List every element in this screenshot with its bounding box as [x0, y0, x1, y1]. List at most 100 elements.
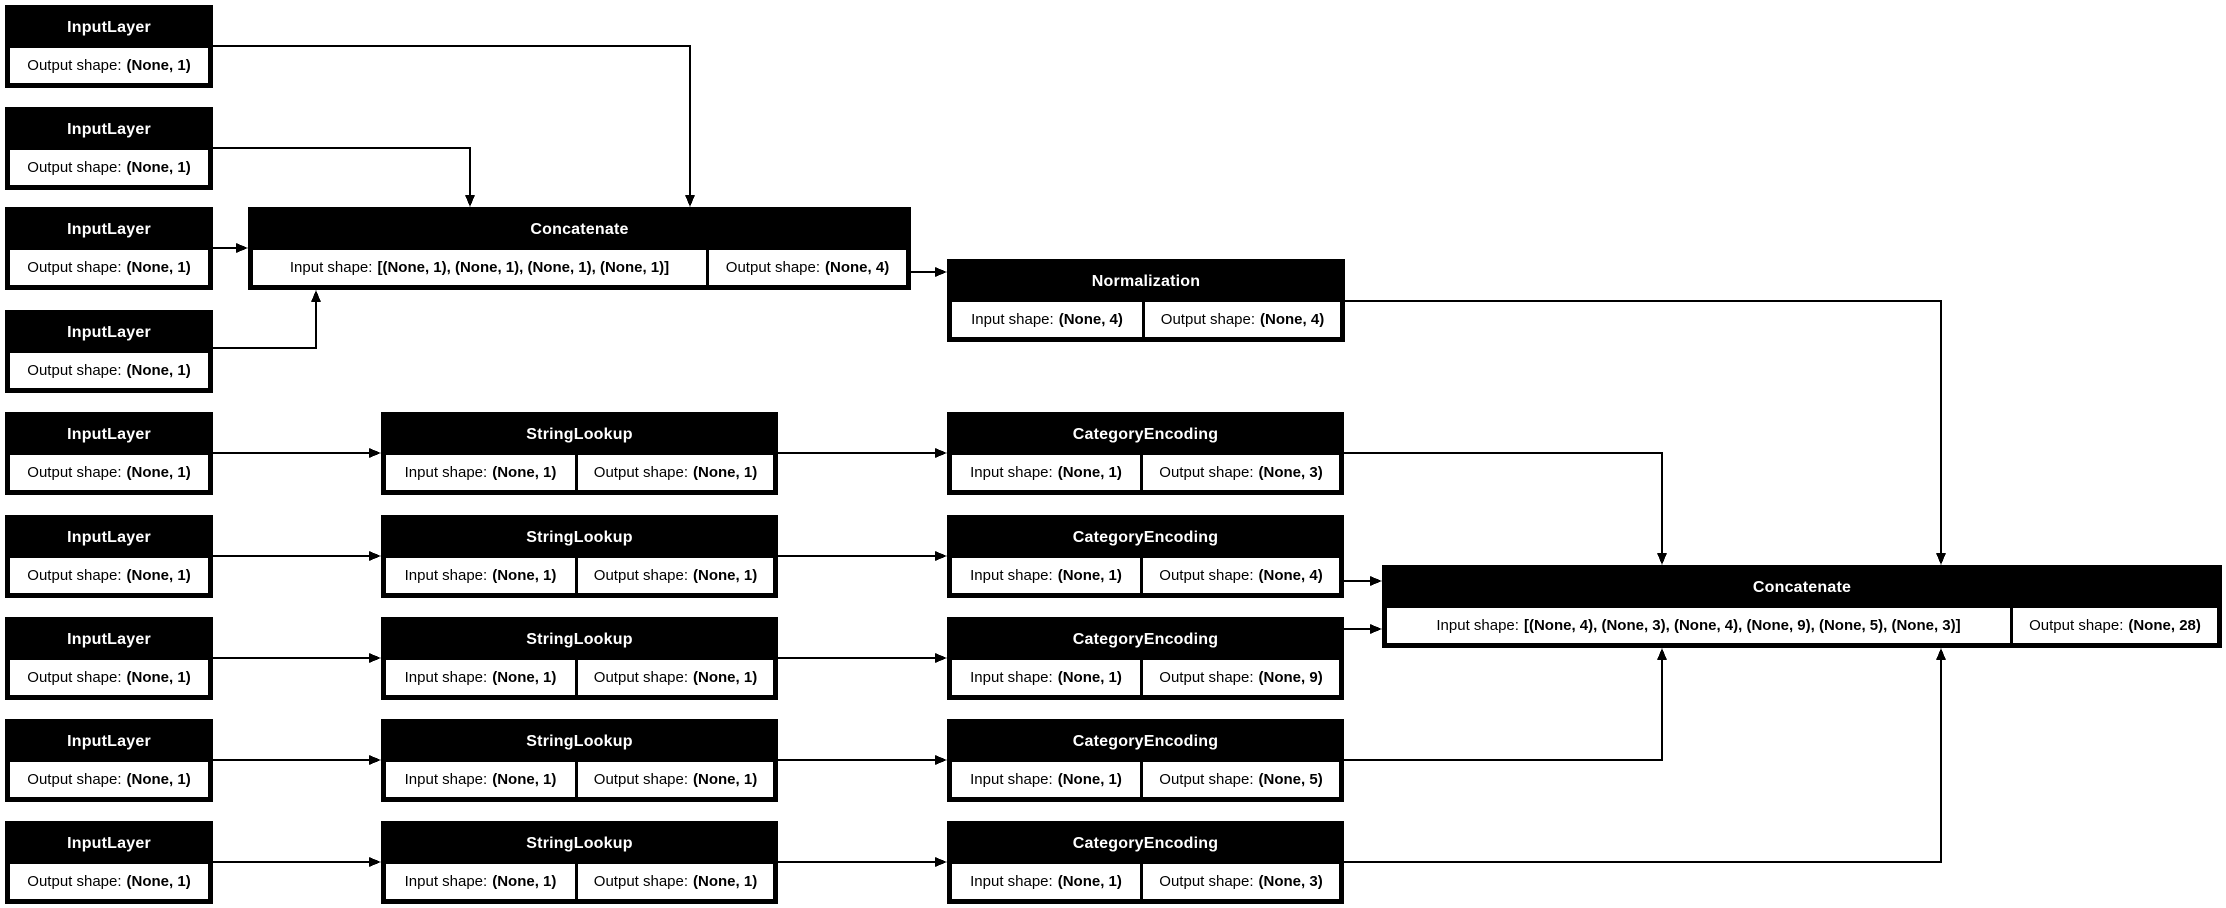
layer-type-label: Normalization — [1091, 272, 1201, 290]
output-shape-cell: Output shape:(None, 1) — [578, 762, 773, 797]
shape-key: Output shape: — [593, 873, 689, 890]
layer-type-label: InputLayer — [67, 18, 151, 36]
edge-lookup-4-to-catenc-4 — [778, 755, 947, 765]
edge-input-4-to-concat-1 — [213, 290, 321, 349]
input-shape-cell: Input shape:(None, 1) — [952, 558, 1140, 593]
arrowhead — [935, 448, 947, 458]
shape-key: Input shape: — [970, 771, 1053, 788]
shape-cells-row: Input shape:(None, 1)Output shape:(None,… — [386, 455, 773, 490]
arrowhead — [1370, 576, 1382, 586]
output-shape-cell: Output shape:(None, 1) — [10, 150, 208, 185]
arrowhead — [236, 243, 248, 253]
shape-cells-row: Output shape:(None, 1) — [10, 455, 208, 490]
layer-type-label: InputLayer — [67, 120, 151, 138]
shape-key: Output shape: — [27, 873, 122, 890]
output-shape-cell: Output shape:(None, 1) — [10, 558, 208, 593]
output-shape-cell: Output shape:(None, 3) — [1143, 864, 1339, 899]
input-shape-cell: Input shape:(None, 1) — [952, 762, 1140, 797]
shape-key: Input shape: — [404, 669, 488, 686]
shape-key: Output shape: — [725, 259, 821, 276]
shape-value: (None, 1) — [126, 771, 191, 788]
shape-cells-row: Input shape:(None, 1) Output shape: (None,… — [952, 455, 1339, 490]
layer-type-label: CategoryEncoding — [1072, 630, 1219, 648]
shape-value: (None, 28) — [2128, 617, 2201, 634]
shape-cells-row: Output shape:(None, 1) — [10, 150, 208, 185]
shape-key: Input shape: — [970, 567, 1053, 584]
output-shape-cell: Output shape:(None, 1) — [578, 455, 773, 490]
layer-type-label: StringLookup — [526, 630, 633, 648]
input-shape-cell: Input shape:(None, 1) — [952, 864, 1140, 899]
output-shape-cell: Output shape:(None, 1) — [10, 762, 208, 797]
shape-key: Input shape: — [404, 771, 488, 788]
shape-key: Output shape: — [1159, 873, 1254, 890]
shape-key: Output shape: — [593, 567, 689, 584]
shape-key: Input shape: — [404, 873, 488, 890]
layer-type-label: CategoryEncoding — [1072, 425, 1219, 443]
layer-type-label: InputLayer — [67, 528, 151, 546]
shape-value: (None, 1) — [492, 567, 557, 584]
shape-value: (None, 1) — [693, 567, 758, 584]
arrowhead — [369, 653, 381, 663]
shape-key: Output shape: — [27, 159, 122, 176]
output-shape-cell: Output shape:(None, 9) — [1143, 660, 1339, 695]
shape-value: (None, 1) — [1057, 464, 1122, 481]
output-shape-cell: Output shape:(None, 1) — [10, 353, 208, 388]
shape-key: Output shape: — [27, 464, 122, 481]
shape-cells-row: Input shape:[(None, 4), (None, 3), (None… — [1387, 608, 2217, 643]
shape-key: Input shape: — [970, 873, 1053, 890]
shape-key: Output shape: — [1159, 771, 1254, 788]
layer-type-label: InputLayer — [67, 425, 151, 443]
arrowhead — [369, 755, 381, 765]
edge-concat-1-to-normalization — [911, 267, 947, 277]
layer-type-label: InputLayer — [67, 834, 151, 852]
output-shape-cell: Output shape:(None, 4) — [1143, 558, 1339, 593]
output-shape-cell: Output shape:(None, 1) — [10, 455, 208, 490]
edge-input-9-to-lookup-5 — [213, 857, 381, 867]
edge-normalization-to-concat-2 — [1345, 300, 1946, 565]
arrowhead — [935, 857, 947, 867]
arrowhead — [369, 857, 381, 867]
edge-input-2-to-concat-1 — [213, 147, 475, 207]
shape-key: Output shape: — [1159, 464, 1254, 481]
shape-cells-row: Output shape:(None, 1) — [10, 762, 208, 797]
arrowhead — [311, 290, 321, 302]
edge-input-7-to-lookup-3 — [213, 653, 381, 663]
edge-lookup-5-to-catenc-5 — [778, 857, 947, 867]
shape-cells-row: Input shape:(None, 1)Output shape:(None,… — [386, 558, 773, 593]
edge-input-3-to-concat-1 — [213, 243, 248, 253]
shape-value: (None, 1) — [1057, 873, 1122, 890]
shape-value: (None, 1) — [693, 464, 758, 481]
shape-key: Output shape: — [2029, 617, 2124, 634]
shape-value: (None, 1) — [492, 464, 557, 481]
input-shape-cell: Input shape:(None, 1) — [952, 455, 1140, 490]
shape-value: (None, 9) — [1258, 669, 1323, 686]
output-shape-cell: Output shape:(None, 1) — [10, 864, 208, 899]
input-shape-cell: Input shape:(None, 1) — [386, 864, 575, 899]
layer-type-label: Concatenate — [1752, 578, 1852, 596]
shape-cells-row: Output shape:(None, 1) — [10, 353, 208, 388]
edge-input-1-to-concat-1 — [213, 45, 695, 207]
shape-value: (None, 1) — [1057, 567, 1122, 584]
edge-input-6-to-lookup-2 — [213, 551, 381, 561]
arrowhead — [935, 267, 947, 277]
shape-value: (None, 1) — [693, 873, 758, 890]
shape-value: (None, 4) — [1258, 567, 1323, 584]
input-shape-cell: Input shape:[(None, 1), (None, 1), (None… — [253, 250, 706, 285]
output-shape-cell: Output shape:(None, 4) — [709, 250, 906, 285]
shape-value: (None, 5) — [1258, 771, 1323, 788]
edge-input-8-to-lookup-4 — [213, 755, 381, 765]
shape-key: Output shape: — [27, 259, 122, 276]
output-shape-cell: Output shape:(None, 1) — [578, 558, 773, 593]
arrowhead — [685, 195, 695, 207]
layer-type-label: InputLayer — [67, 732, 151, 750]
shape-value: (None, 1) — [126, 362, 191, 379]
shape-key: Output shape: — [27, 362, 122, 379]
